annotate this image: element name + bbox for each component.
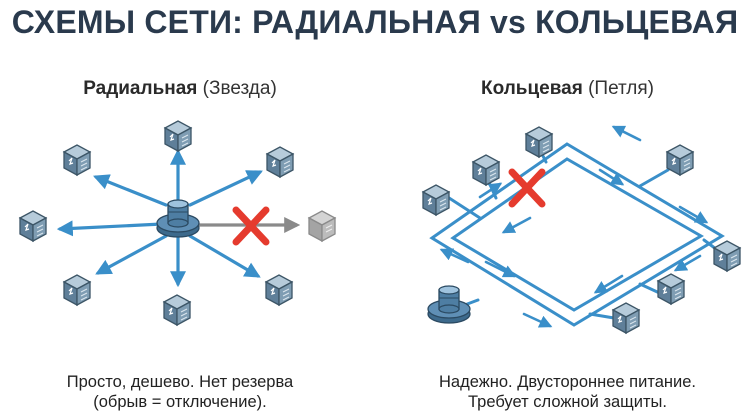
ring-loop-outer [429, 142, 725, 327]
radial-feeder-se [188, 234, 261, 278]
substation-box-icon [63, 274, 91, 306]
radial-caption-line1: Просто, дешево. Нет резерва [66, 373, 294, 391]
radial-feeder-nw [93, 174, 168, 207]
radial-feeder-w [56, 220, 164, 237]
substation-box-icon [265, 274, 293, 306]
substation-box-icon [266, 146, 294, 178]
ring-flow-arrow [522, 312, 553, 328]
ring-network [422, 125, 741, 334]
ring-tap-left [444, 194, 482, 220]
ring-subtitle: Кольцевая (Петля) [385, 78, 750, 100]
disconnected-box-icon [308, 210, 336, 242]
ring-caption: Надежно. Двустороннее питание. Требует с… [385, 372, 750, 412]
ring-flow-arrow [593, 274, 624, 294]
ring-tap-bottom [588, 312, 616, 320]
red-cross-fault-icon [232, 206, 270, 246]
ring-flow-arrow [478, 182, 503, 199]
radial-subtitle: Радиальная (Звезда) [0, 78, 360, 100]
ring-caption-line2: Требует сложной защиты. [468, 393, 667, 411]
ring-label-note: (Петля) [588, 78, 654, 99]
radial-feeder-ne [188, 170, 263, 207]
substation-box-icon [713, 240, 741, 272]
main-title: СХЕМЫ СЕТИ: РАДИАЛЬНАЯ vs КОЛЬЦЕВАЯ [11, 4, 739, 40]
substation-box-icon [666, 144, 694, 176]
ring-flow-arrow [598, 168, 625, 186]
substation-box-icon [164, 120, 192, 152]
ring-flow-arrow [484, 260, 517, 278]
substation-box-icon [472, 154, 500, 186]
ring-flow-arrow [611, 125, 642, 142]
ring-flow-arrow [673, 254, 702, 272]
substation-box-icon [19, 210, 47, 242]
red-cross-fault-icon [508, 168, 546, 208]
radial-label: Радиальная [83, 78, 198, 99]
radial-network [19, 120, 336, 326]
substation-box-icon [163, 294, 191, 326]
substation-box-icon [422, 184, 450, 216]
ring-flow-arrow [439, 248, 470, 264]
radial-caption: Просто, дешево. Нет резерва (обрыв = отк… [0, 372, 360, 412]
power-source-icon [427, 285, 471, 324]
substation-box-icon [657, 273, 685, 305]
radial-feeder-sw [95, 234, 168, 275]
ring-flow-arrow [501, 216, 532, 234]
substation-box-icon [63, 144, 91, 176]
ring-tap-upper-right [638, 168, 670, 188]
ring-label: Кольцевая [481, 78, 583, 99]
radial-label-note: (Звезда) [202, 78, 277, 99]
radial-caption-line2: (обрыв = отключение). [93, 393, 267, 411]
ring-caption-line1: Надежно. Двустороннее питание. [439, 373, 696, 391]
ring-flow-arrow [678, 205, 709, 224]
substation-box-icon [612, 302, 640, 334]
substation-box-icon [525, 126, 553, 158]
